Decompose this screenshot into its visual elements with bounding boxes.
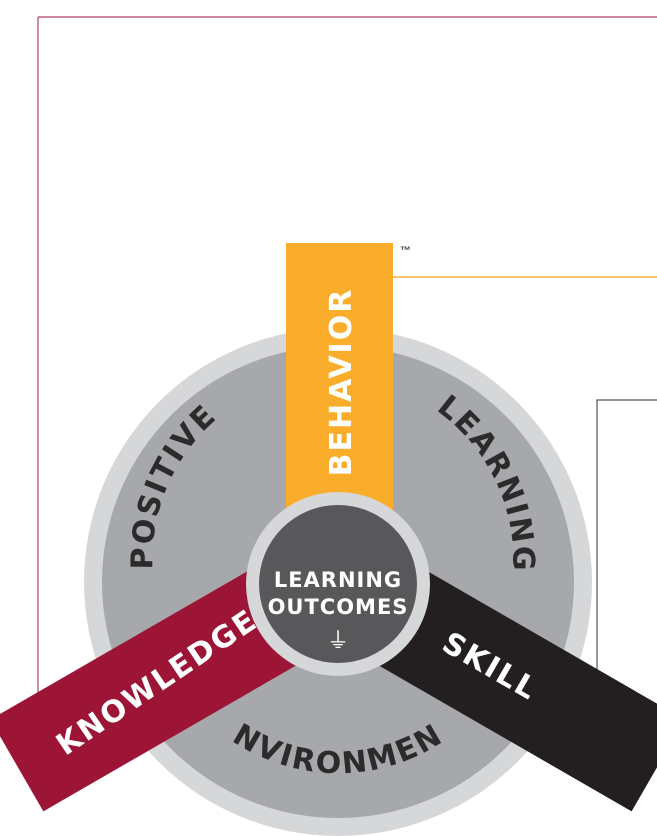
ground-symbol-icon: ⏚: [327, 629, 349, 654]
hub-core: [259, 505, 417, 663]
hub-line-1: LEARNING: [274, 568, 402, 592]
content-box-outline: [596, 399, 657, 700]
trademark-symbol: ™: [400, 245, 411, 257]
spoke-label-behavior: BEHAVIOR: [324, 288, 359, 477]
hub-line-2: OUTCOMES: [268, 595, 409, 619]
spoke-skill: SKILL: [341, 552, 657, 812]
